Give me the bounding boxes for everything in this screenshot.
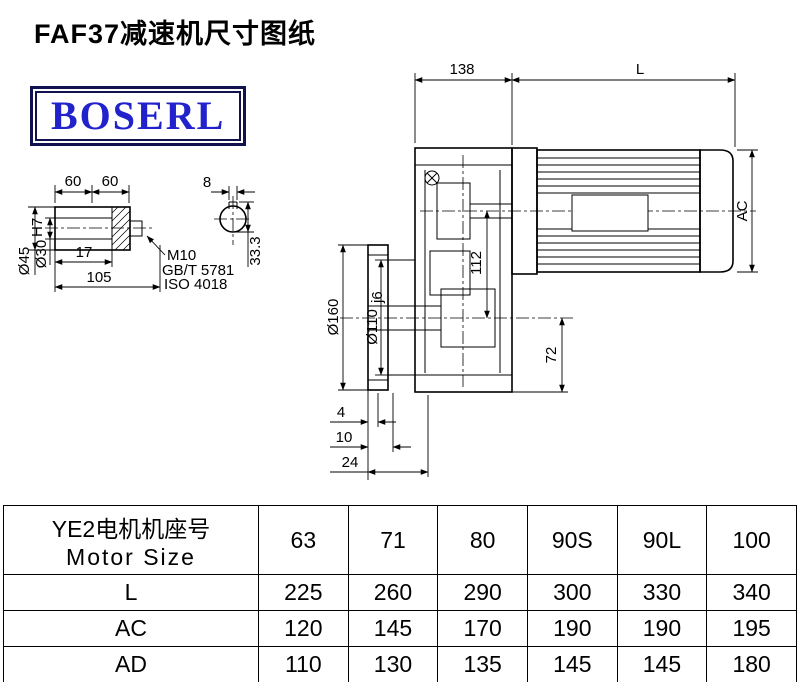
cell-AD-1: 130 [347,646,439,682]
dim-45-label: Ø45 [16,247,33,275]
dim-60b-label: 60 [102,173,119,190]
standard-gb-label: GB/T 5781 [162,262,234,279]
dim-30-tolerance-label: H7 [29,218,46,237]
cell-AC-5: 195 [706,610,797,647]
cell-L-5: 340 [706,574,797,611]
col-header-71: 71 [347,505,439,575]
boserl-logo: BOSERL [30,86,247,146]
output-flange [367,244,416,391]
cell-L-4: 330 [616,574,708,611]
dim-60a-label: 60 [65,173,82,190]
technical-drawing: 60 60 Ø45 Ø [16,61,758,480]
cell-AC-4: 190 [616,610,708,647]
thread-callout: M10 [167,247,196,264]
dim-AC-label: AC [734,200,751,221]
table-row-AC: AC 120 145 170 190 190 195 [3,610,797,647]
motor-nameplate [571,194,649,232]
cell-AD-3: 145 [526,646,618,682]
dim-8-label: 8 [203,174,211,191]
dim-138-label: 138 [449,61,474,78]
standard-iso-label: ISO 4018 [164,276,227,293]
shaft-detail-view: 60 60 Ø45 Ø [16,173,234,293]
dim-110-label: Ø110 [364,309,381,345]
dim-105-label: 105 [86,269,111,286]
dim-333-label: 33.3 [247,236,264,265]
gearbox-housing [368,147,513,393]
cell-AC-2: 170 [437,610,528,647]
page-title: FAF37减速机尺寸图纸 [34,19,317,49]
cell-L-0: 225 [258,574,349,611]
cell-L-2: 290 [437,574,528,611]
cell-L-3: 300 [526,574,618,611]
dim-10-label: 10 [336,429,353,446]
dim-110-tolerance-label: j6 [369,291,386,304]
dim-4-label: 4 [337,404,345,421]
table-row-AD: AD 110 130 135 145 145 180 [3,646,797,682]
main-view: 138 L [325,61,758,480]
cell-AC-0: 120 [258,610,349,647]
cell-AD-0: 110 [258,646,349,682]
motor-size-header-cell: YE2电机机座号 Motor Size [3,505,259,575]
col-header-100: 100 [706,505,797,575]
dim-L-label: L [636,61,644,78]
cell-L-1: 260 [347,574,439,611]
dim-112-label: 112 [468,251,485,275]
motor [511,147,734,275]
col-header-63: 63 [258,505,349,575]
dim-24-label: 24 [342,454,359,471]
row-label-AC: AC [3,610,259,647]
table-header-row: YE2电机机座号 Motor Size 63 71 80 90S 90L 100 [3,505,797,575]
table-row-L: L 225 260 290 300 330 340 [3,574,797,611]
dimension-table: YE2电机机座号 Motor Size 63 71 80 90S 90L 100… [3,505,797,682]
dim-72-label: 72 [543,347,560,364]
cell-AD-2: 135 [437,646,528,682]
dim-30-label: Ø30 [33,240,50,268]
boserl-logo-frame: BOSERL [35,91,242,141]
cell-AD-4: 145 [616,646,708,682]
fan-cover [699,149,734,273]
motor-size-header-en: Motor Size [66,543,196,570]
motor-size-header-cn: YE2电机机座号 [51,515,211,542]
col-header-90S: 90S [526,505,618,575]
row-label-L: L [3,574,259,611]
cell-AC-3: 190 [526,610,618,647]
cell-AD-5: 180 [706,646,797,682]
dim-17-label: 17 [76,244,93,261]
col-header-90L: 90L [616,505,708,575]
eyebolt-hole [424,170,440,186]
boserl-logo-text: BOSERL [51,93,226,138]
cell-AC-1: 145 [347,610,439,647]
col-header-80: 80 [437,505,528,575]
dim-160-label: Ø160 [325,299,342,336]
row-label-AD: AD [3,646,259,682]
bore-end-view: 8 33.3 [203,174,264,267]
